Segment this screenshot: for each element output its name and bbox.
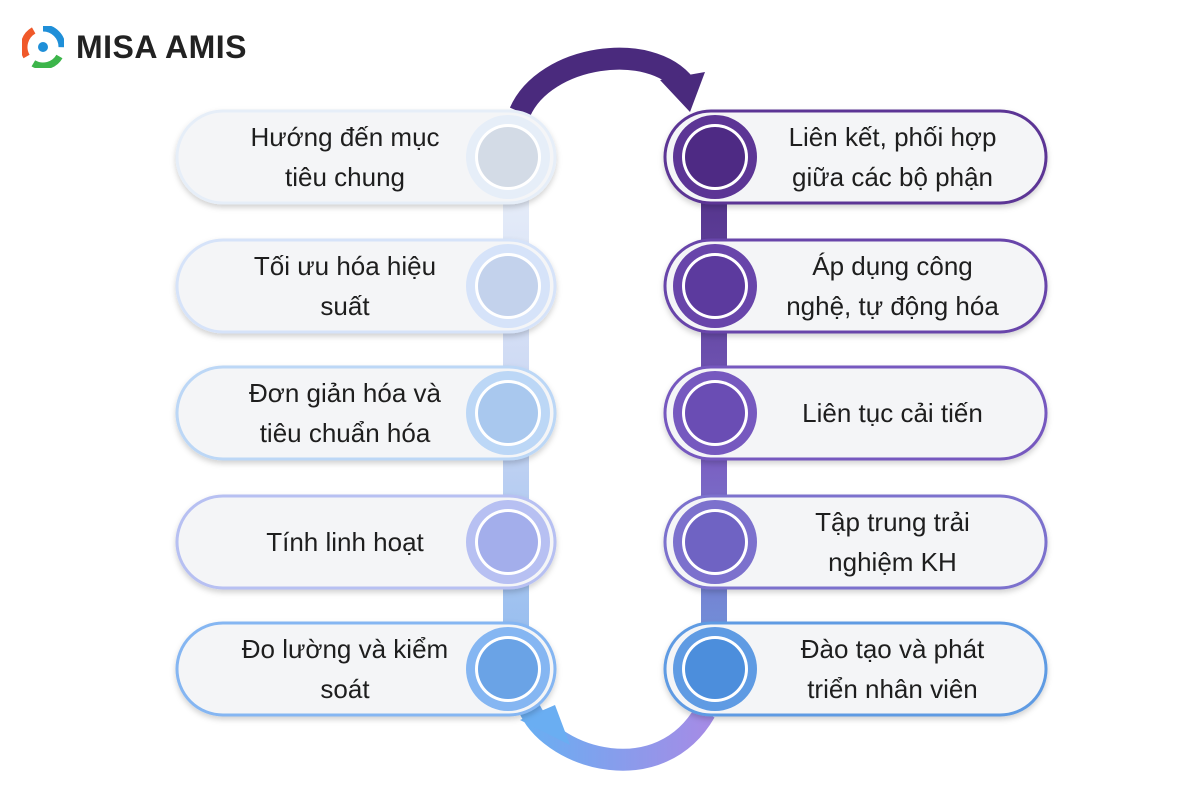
right-step-dot [685, 512, 745, 572]
right-step-2 [663, 238, 1048, 334]
brand-logo: MISA AMIS [22, 26, 247, 68]
bottom-arrow-head-icon [520, 705, 570, 745]
top-arrow-head-icon [660, 72, 705, 112]
right-step-label: Tập trung trải nghiệm KH [760, 500, 1025, 584]
right-step-dot [685, 639, 745, 699]
right-step-4 [663, 494, 1048, 590]
left-step-2 [175, 238, 557, 334]
right-step-label-line: triển nhân viên [807, 674, 978, 704]
right-step-5 [663, 621, 1048, 717]
left-step-label-line: soát [320, 674, 370, 704]
right-step-dot [685, 127, 745, 187]
right-step-pill [663, 621, 1048, 717]
left-step-label: Đo lường và kiểm soát [200, 627, 490, 711]
left-step-label: Đơn giản hóa và tiêu chuẩn hóa [200, 371, 490, 455]
right-step-dot [685, 256, 745, 316]
left-step-label-line: Tối ưu hóa hiệu [253, 251, 437, 281]
left-step-1 [175, 109, 557, 205]
right-step-pill [663, 494, 1048, 590]
left-step-pill [175, 109, 557, 205]
left-step-label-line: Đo lường và kiểm [241, 634, 449, 664]
left-step-dot [478, 256, 538, 316]
left-step-label-line: Hướng đến mục [250, 122, 440, 152]
left-step-dot [478, 127, 538, 187]
brand-name: MISA AMIS [76, 29, 248, 65]
left-step-4 [175, 494, 557, 590]
left-step-pill [175, 365, 557, 461]
right-step-label: Áp dụng công nghệ, tự động hóa [760, 244, 1025, 328]
left-step-5 [175, 621, 557, 717]
right-step-label: Liên kết, phối hợp giữa các bộ phận [760, 115, 1025, 199]
left-step-label: Tính linh hoạt [200, 500, 490, 584]
left-step-dot [478, 639, 538, 699]
right-step-label-line: nghệ, tự động hóa [786, 291, 999, 321]
right-step-label-line: nghiệm KH [828, 547, 957, 577]
top-cycle-arrow [509, 47, 694, 118]
right-step-label-line: Liên tục cải tiến [802, 398, 983, 428]
right-step-label-line: Tập trung trải [815, 507, 970, 537]
left-step-label: Tối ưu hóa hiệu suất [200, 244, 490, 328]
left-step-dot [478, 383, 538, 443]
left-step-label-line: tiêu chuẩn hóa [259, 418, 431, 448]
right-step-label-line: Áp dụng công [812, 251, 973, 281]
left-step-label-line: Đơn giản hóa và [249, 378, 441, 408]
right-step-label: Liên tục cải tiến [760, 371, 1025, 455]
right-step-1 [663, 109, 1048, 205]
left-step-pill [175, 621, 557, 717]
misa-amis-logo-icon [22, 26, 64, 68]
right-step-label-line: giữa các bộ phận [792, 162, 993, 192]
left-step-3 [175, 365, 557, 461]
right-step-pill [663, 238, 1048, 334]
right-step-dot [685, 383, 745, 443]
right-step-label: Đào tạo và phát triển nhân viên [760, 627, 1025, 711]
left-step-pill [175, 494, 557, 590]
left-step-label: Hướng đến mục tiêu chung [200, 115, 490, 199]
right-step-pill [663, 109, 1048, 205]
left-step-pill [175, 238, 557, 334]
right-step-label-line: Liên kết, phối hợp [788, 122, 997, 152]
left-step-label-line: Tính linh hoạt [266, 527, 424, 557]
left-step-dot [478, 512, 538, 572]
right-step-pill [663, 365, 1048, 461]
left-step-label-line: tiêu chung [285, 162, 405, 192]
right-step-label-line: Đào tạo và phát [800, 634, 985, 664]
right-step-3 [663, 365, 1048, 461]
left-step-label-line: suất [320, 291, 370, 321]
